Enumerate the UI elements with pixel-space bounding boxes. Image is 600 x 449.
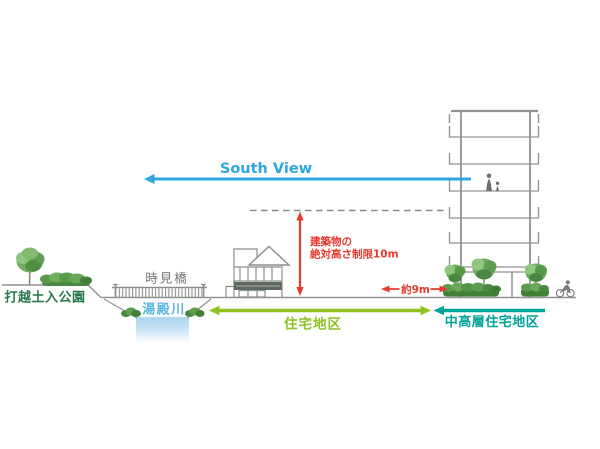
south-view-arrowhead xyxy=(144,174,155,184)
south-view-label: South View xyxy=(220,161,312,177)
bridge-railing xyxy=(112,283,207,298)
height-limit-arrow xyxy=(296,211,304,296)
height-limit-label-line2: 絶対高さ制限10m xyxy=(310,248,399,261)
river-label: 湯殿川 xyxy=(142,302,186,318)
south-view-arrow xyxy=(144,174,471,184)
building-entrance xyxy=(461,271,530,297)
midrise-zone-arrow xyxy=(433,305,545,316)
house-sketch xyxy=(225,245,291,298)
height-limit-label-line1: 建築物の xyxy=(309,235,352,248)
midrise-zone-label: 中高層住宅地区 xyxy=(445,314,540,330)
residential-zone-arrow xyxy=(209,305,431,316)
cyclist-icon xyxy=(555,280,575,298)
river-bushes-icon xyxy=(121,307,205,317)
street-trees-icon xyxy=(444,258,547,293)
park-tree-icon xyxy=(16,247,45,286)
setback-label: 約9m xyxy=(401,283,430,296)
street-hedges xyxy=(442,282,549,297)
park-hedge xyxy=(40,272,92,286)
building-floor-slabs xyxy=(448,126,540,268)
river-water xyxy=(136,316,189,342)
building-residents-icon xyxy=(486,173,500,191)
residential-zone-label: 住宅地区 xyxy=(284,316,342,333)
setback-arrow xyxy=(381,285,448,293)
bridge-label: 時見橋 xyxy=(145,271,189,286)
park-label: 打越土入公園 xyxy=(4,290,85,306)
